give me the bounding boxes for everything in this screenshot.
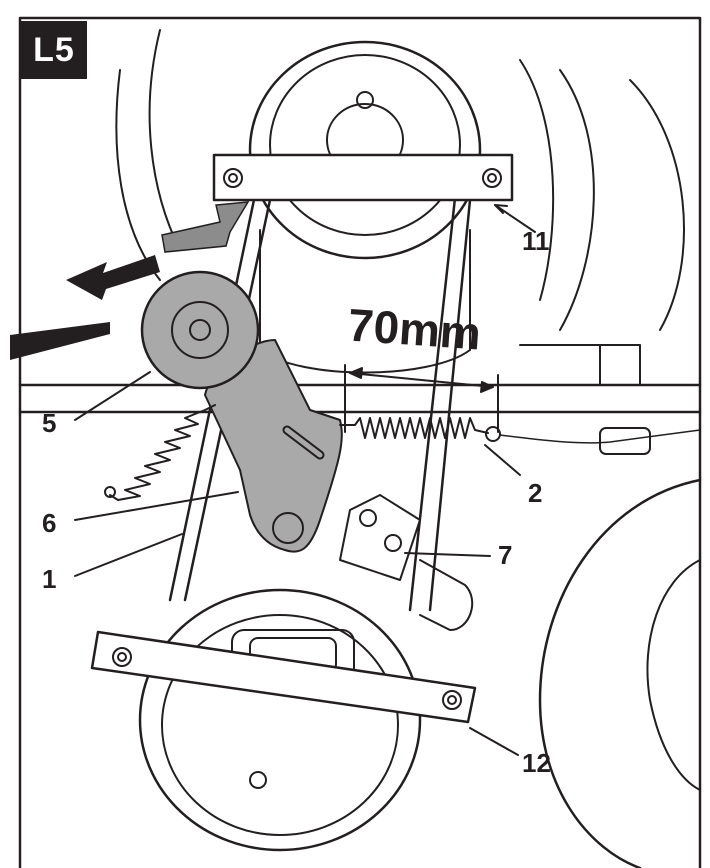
top-pulley bbox=[248, 40, 482, 260]
tension-arm-pivot bbox=[272, 512, 304, 544]
callout-1: 1 bbox=[42, 564, 57, 594]
right-wheel-inner bbox=[646, 559, 701, 791]
bracket-11 bbox=[212, 153, 514, 202]
bracket-7 bbox=[339, 494, 421, 581]
bracket-12 bbox=[90, 630, 477, 724]
right-wheel bbox=[538, 478, 702, 868]
bracket-11-bolt-right bbox=[482, 168, 502, 188]
callout-6: 6 bbox=[42, 508, 57, 538]
leader-1 bbox=[74, 533, 183, 577]
leader-11 bbox=[494, 204, 536, 233]
top-pulley-inner bbox=[269, 54, 461, 236]
cable bbox=[499, 429, 701, 444]
step-label-badge: L5 bbox=[21, 21, 87, 79]
leader-6 bbox=[74, 491, 239, 521]
cable-adjuster bbox=[599, 427, 651, 455]
engine-housing bbox=[115, 29, 685, 331]
bracket-7-nut-top bbox=[359, 509, 377, 527]
callout-5: 5 bbox=[42, 408, 57, 438]
dimension-label: 70mm bbox=[346, 298, 483, 360]
frame-plate bbox=[18, 383, 702, 414]
callout-2: 2 bbox=[528, 478, 543, 508]
leader-5 bbox=[74, 371, 151, 421]
leader-12 bbox=[469, 727, 519, 756]
grey-arrow bbox=[161, 201, 250, 253]
black-pointer bbox=[10, 322, 110, 360]
leader-7 bbox=[404, 552, 491, 557]
spring-left bbox=[109, 404, 216, 501]
spring-eyelet bbox=[485, 426, 501, 442]
bottom-pulley-inner bbox=[161, 614, 399, 836]
page-border bbox=[18, 16, 702, 868]
bracket-12-bolt-right bbox=[442, 690, 462, 710]
right-bracket bbox=[519, 344, 641, 386]
leader-2 bbox=[484, 444, 521, 476]
top-pulley-hole bbox=[356, 91, 374, 109]
spring-right bbox=[339, 417, 489, 439]
bracket-7-nut-bottom bbox=[384, 534, 402, 552]
callout-7: 7 bbox=[498, 540, 513, 570]
bracket-12-bolt-left bbox=[112, 647, 132, 667]
bottom-pulley bbox=[138, 588, 422, 852]
callout-11: 11 bbox=[522, 226, 550, 256]
callout-12: 12 bbox=[522, 748, 551, 778]
bracket-11-bolt-left bbox=[223, 168, 243, 188]
black-arrow bbox=[66, 255, 160, 300]
dimension-line bbox=[344, 364, 499, 433]
bottom-pulley-hole bbox=[249, 771, 267, 789]
